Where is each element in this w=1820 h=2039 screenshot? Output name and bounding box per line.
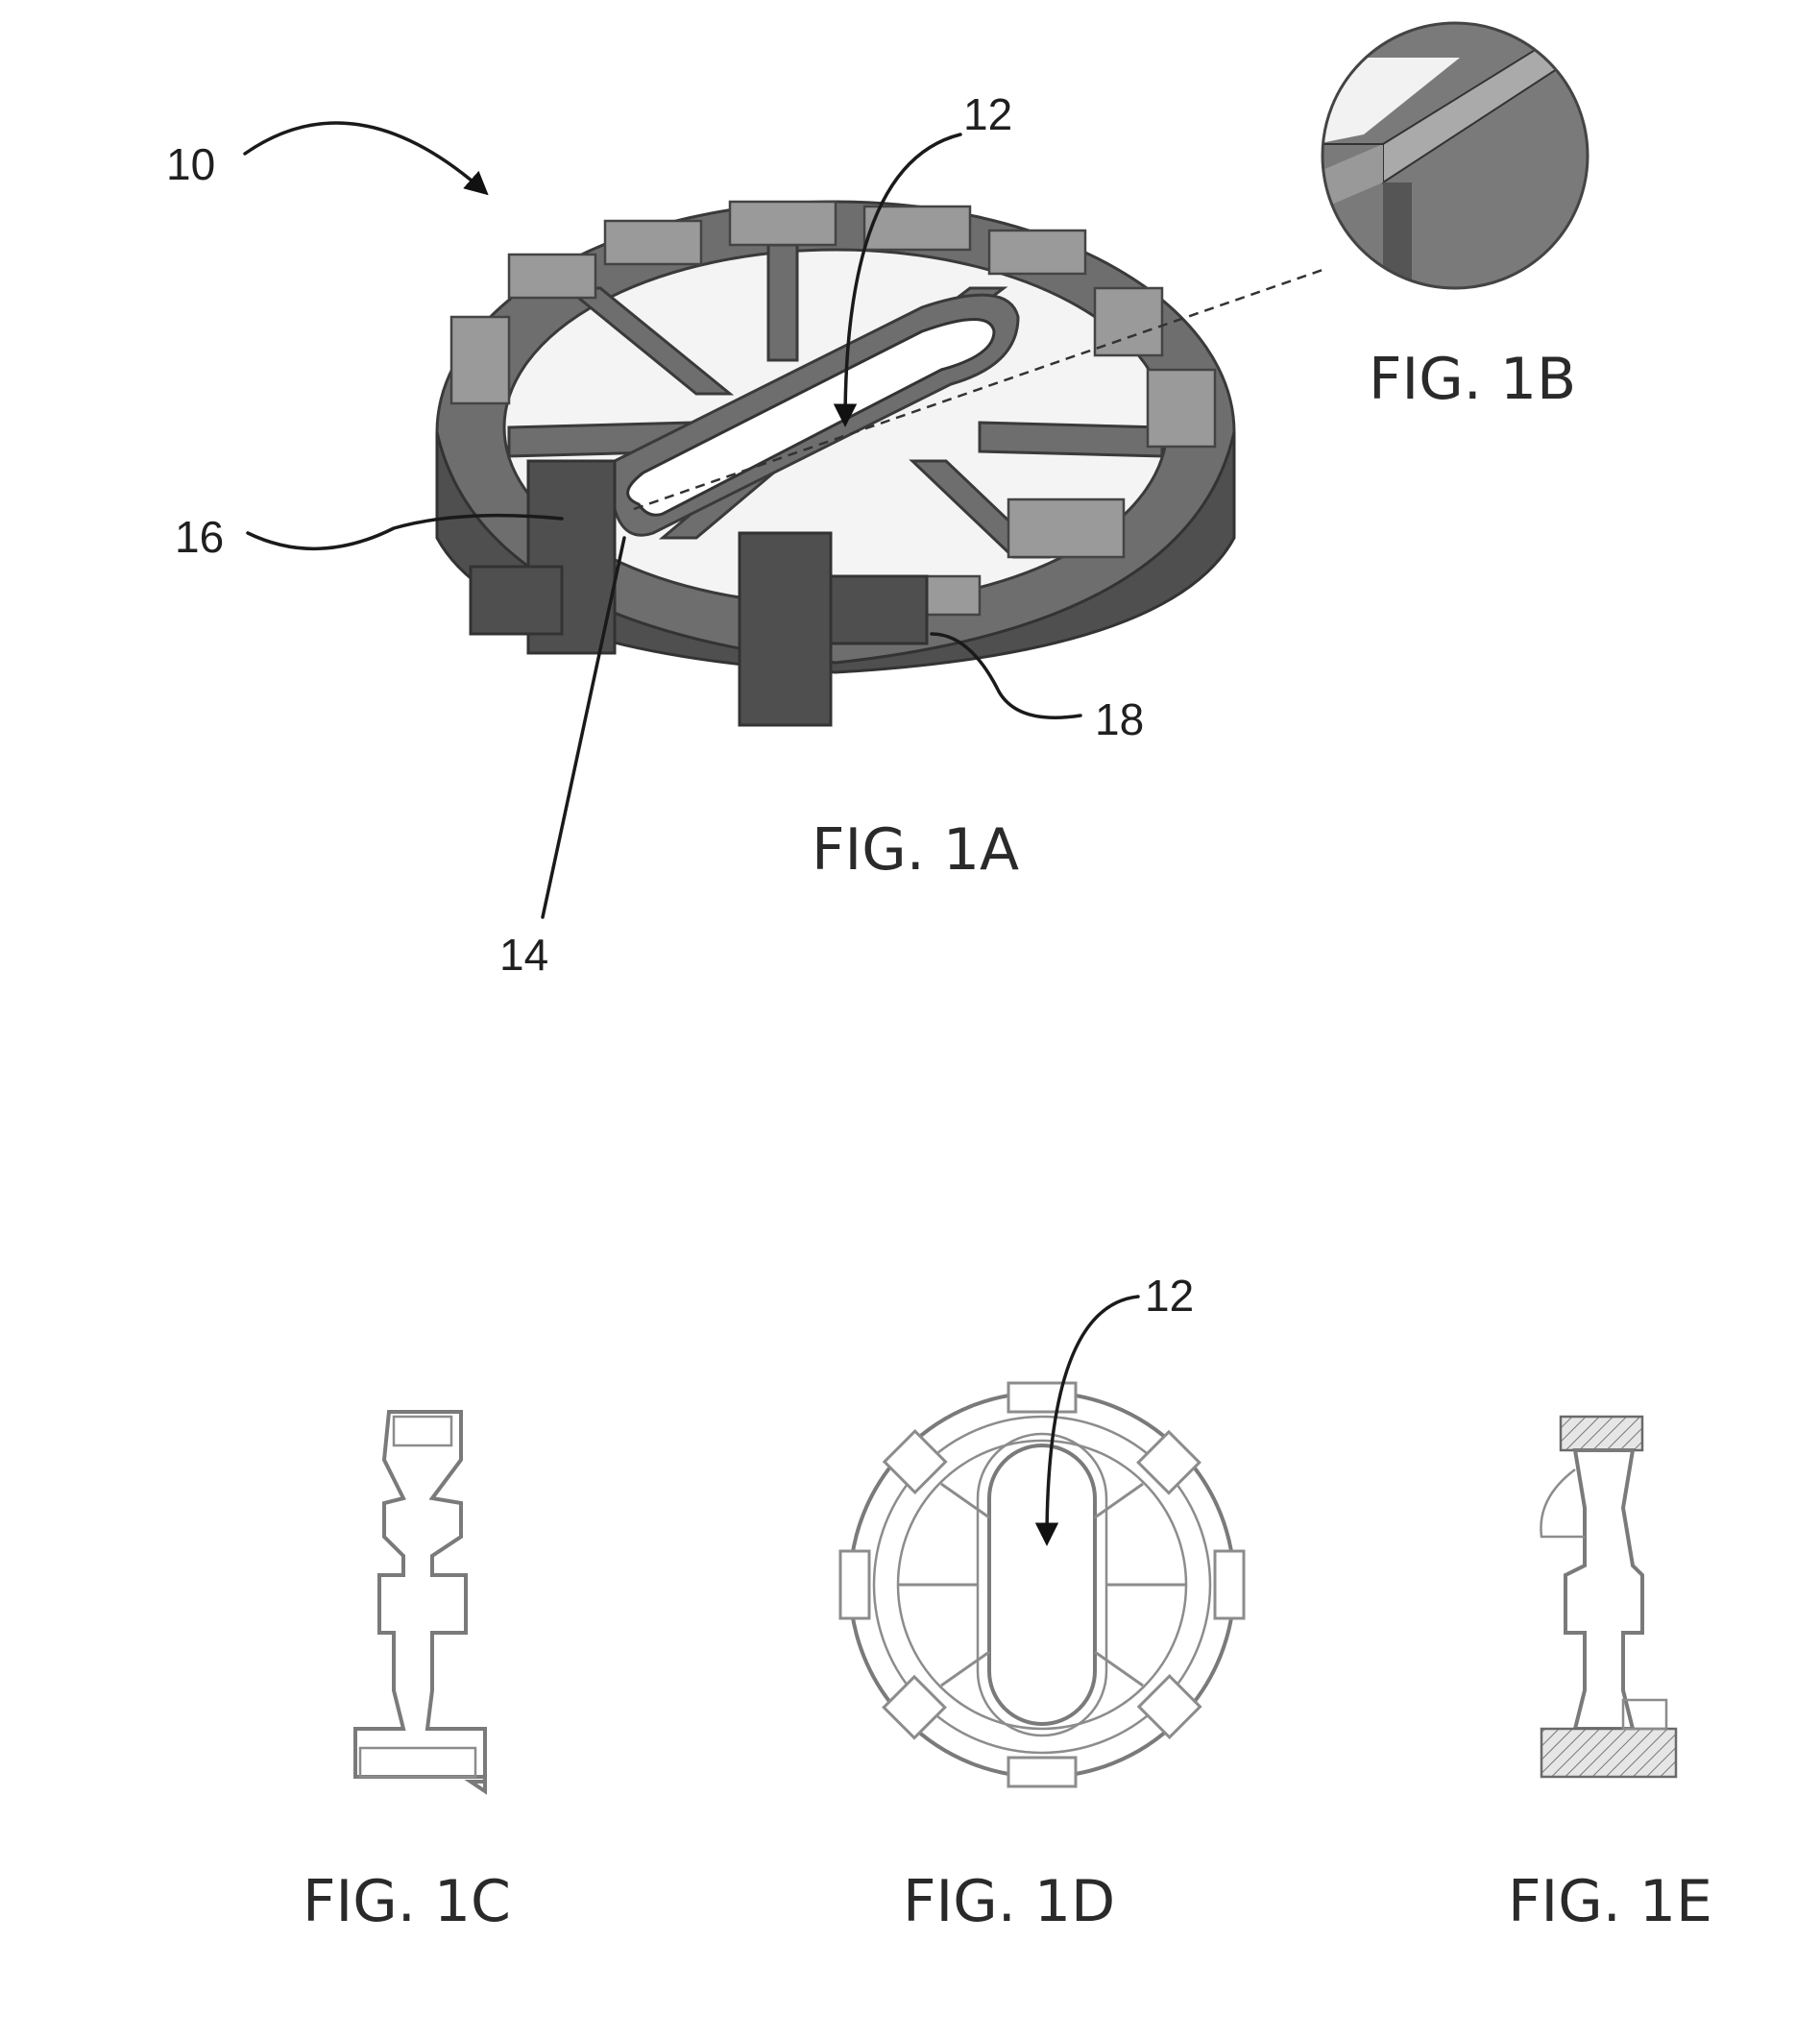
fig-1e-section-view xyxy=(1541,1417,1676,1777)
ref-10: 10 xyxy=(166,139,215,189)
fig-1c-side-view xyxy=(355,1412,485,1791)
caption-fig-1c: FIG. 1C xyxy=(303,1868,511,1935)
fig-1a-perspective-view xyxy=(437,202,1325,725)
ref-12-bottom: 12 xyxy=(1145,1271,1194,1321)
stadium-opening xyxy=(989,1445,1095,1724)
ref-12-top: 12 xyxy=(963,89,1012,139)
fig-1b-detail-view xyxy=(1316,19,1604,307)
ref-14: 14 xyxy=(499,930,548,980)
top-view-spokes xyxy=(898,1484,1186,1686)
caption-fig-1d: FIG. 1D xyxy=(903,1868,1115,1935)
leader-10 xyxy=(245,123,485,192)
leader-12-bottom xyxy=(1047,1297,1138,1541)
caption-fig-1b: FIG. 1B xyxy=(1369,346,1576,413)
fig-1d-top-view xyxy=(840,1383,1244,1786)
ref-16: 16 xyxy=(175,512,224,562)
ref-18: 18 xyxy=(1095,694,1144,744)
caption-fig-1e: FIG. 1E xyxy=(1508,1868,1712,1935)
caption-fig-1a: FIG. 1A xyxy=(812,816,1019,884)
